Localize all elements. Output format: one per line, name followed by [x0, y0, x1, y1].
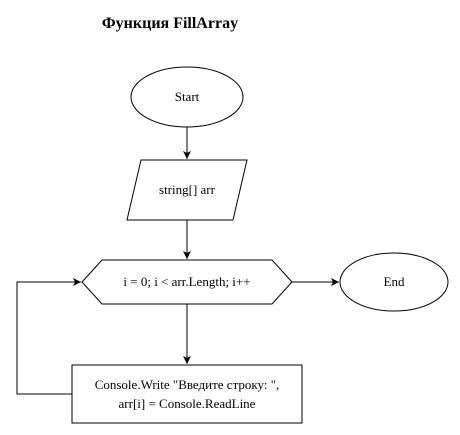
edge-body-to-loop	[16, 278, 81, 395]
input-label: string[] arr	[159, 182, 216, 197]
input-shape	[126, 159, 248, 221]
body-shape	[71, 364, 303, 424]
loop-label: i = 0; i < arr.Length; i++	[123, 274, 250, 289]
body-node: Console.Write "Введите строку: ", arr[i]…	[71, 364, 303, 424]
body-label-line2: arr[i] = Console.ReadLine	[119, 396, 256, 411]
start-node: Start	[130, 66, 244, 128]
body-label-line1: Console.Write "Введите строку: ",	[95, 377, 280, 392]
input-node: string[] arr	[126, 159, 248, 221]
diagram-title: Функция FillArray	[101, 15, 239, 32]
end-shape	[339, 252, 449, 312]
end-node: End	[339, 252, 449, 312]
end-label: End	[384, 274, 405, 289]
loop-node: i = 0; i < arr.Length; i++	[81, 259, 293, 305]
start-label: Start	[175, 89, 200, 104]
